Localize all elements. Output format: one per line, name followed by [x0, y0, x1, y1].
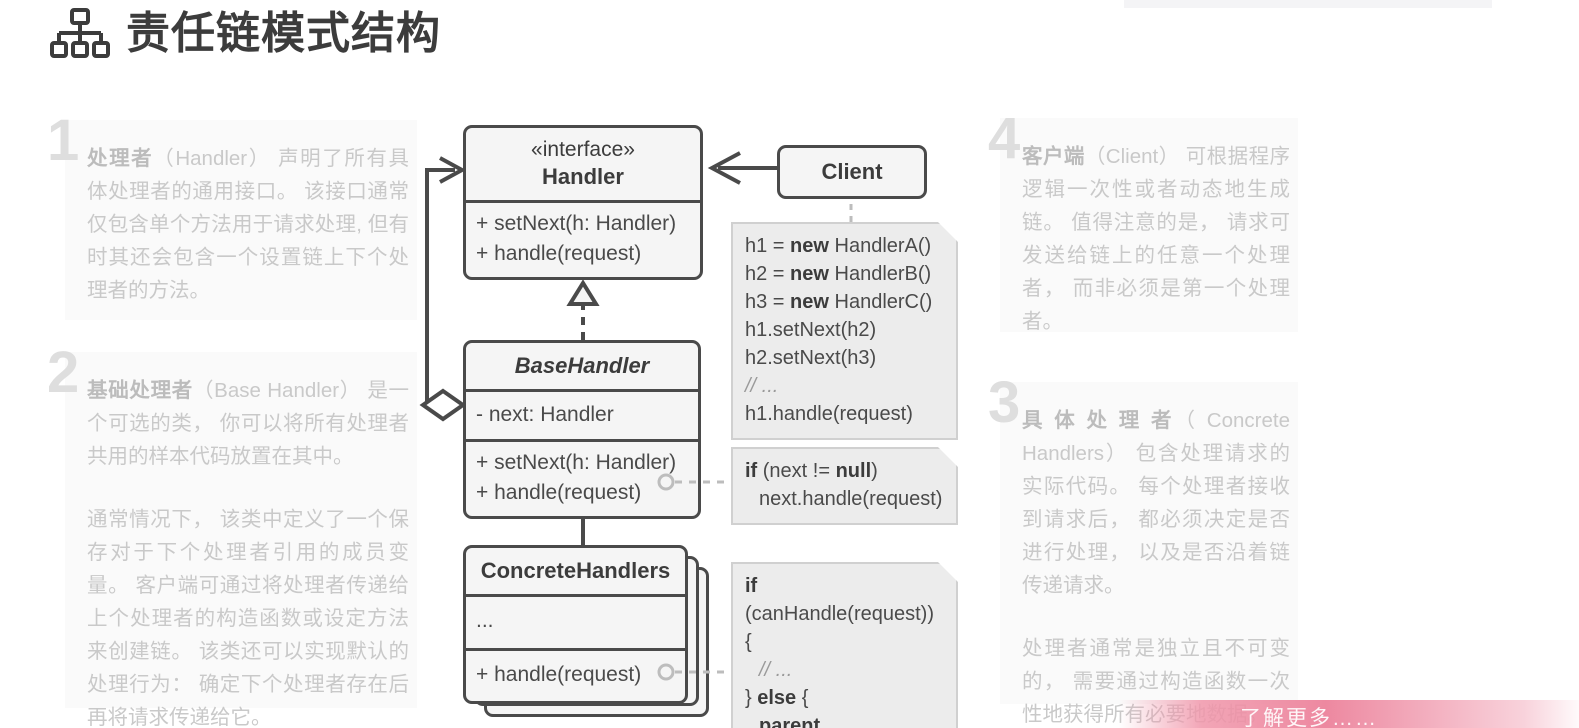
method-row: + setNext(h: Handler): [476, 451, 677, 474]
class-methods: + setNext(h: Handler) + handle(request): [466, 439, 698, 516]
watermark-banner: [1119, 700, 1579, 728]
dogear-icon: [938, 447, 958, 467]
top-band: [1124, 0, 1492, 8]
side-note-1: 1 处理者（Handler） 声明了所有具体处理者的通用接口。 该接口通常仅包含…: [47, 112, 417, 320]
code-text: (next !=: [757, 460, 836, 482]
uml-class-concrete-handlers[interactable]: ConcreteHandlers ... + handle(request): [463, 545, 688, 704]
note-paragraph: 客户端（Client） 可根据程序逻辑一次性或者动态地生成链。 值得注意的是， …: [1022, 140, 1290, 338]
code-keyword: else: [757, 687, 797, 709]
note-text: 可根据程序逻辑一次性或者动态地生成链。 值得注意的是， 请求可发送给链上的任意一…: [1022, 145, 1291, 333]
code-text: HandlerC(): [828, 291, 933, 313]
note-paragraph: 具 体 处 理 者（ Concrete Handlers） 包含处理请求的实际代…: [1022, 404, 1290, 602]
note-number: 2: [47, 340, 80, 405]
hierarchy-icon: [50, 8, 110, 58]
code-line: next.handle(request): [745, 485, 944, 513]
code-text: ): [871, 460, 878, 482]
code-line: } else {: [745, 684, 944, 712]
class-name: Handler: [542, 164, 624, 189]
uml-class-base-handler[interactable]: BaseHandler - next: Handler + setNext(h:…: [463, 340, 701, 519]
code-keyword: null: [835, 460, 872, 482]
note-term: 基础处理者: [87, 379, 193, 402]
side-note-4: 4 客户端（Client） 可根据程序逻辑一次性或者动态地生成链。 值得注意的是…: [988, 110, 1298, 333]
code-note-client: h1 = new HandlerA() h2 = new HandlerB() …: [731, 222, 958, 440]
code-keyword: parent: [759, 715, 821, 728]
note-paragraph: 通常情况下， 该类中定义了一个保存对于下个处理者引用的成员变量。 客户端可通过将…: [87, 508, 409, 728]
class-name: Client: [821, 159, 883, 184]
note-term-en: （Handler）: [153, 147, 271, 170]
note-text: 是一个可选的类， 你可以将所有处理者共用的样本代码放置在其中。: [87, 379, 410, 468]
code-note-concrete-handlers: if (canHandle(request)) { // ... } else …: [731, 562, 958, 728]
class-methods: + setNext(h: Handler) + handle(request): [466, 200, 700, 277]
code-text: h2 =: [745, 263, 791, 285]
code-comment: // ...: [759, 659, 793, 681]
note-number: 3: [988, 370, 1021, 435]
class-attributes: - next: Handler: [466, 389, 698, 439]
note-paragraph: 基础处理者（Base Handler） 是一个可选的类， 你可以将所有处理者共用…: [87, 374, 409, 473]
method-row: + setNext(h: Handler): [476, 212, 677, 235]
code-line: h3 = new HandlerC(): [745, 288, 944, 316]
note-term-en: （ Concrete Handlers）: [1022, 409, 1290, 465]
code-note-base-handler: if (next != null) next.handle(request): [731, 447, 958, 525]
code-text: (canHandle(request)) {: [745, 603, 934, 653]
code-text: {: [796, 687, 809, 709]
code-text: next.handle(request): [759, 488, 943, 510]
code-keyword: if: [745, 575, 758, 597]
code-line: if (next != null): [745, 457, 944, 485]
code-comment: // ...: [745, 375, 779, 397]
note-number: 1: [47, 108, 80, 173]
class-stereotype: «interface»: [531, 138, 635, 161]
note-term: 具 体 处 理 者: [1022, 409, 1175, 432]
class-header: BaseHandler: [466, 343, 698, 389]
code-line: parent::handle(request): [745, 712, 944, 728]
code-text: h3 =: [745, 291, 791, 313]
method-row: + handle(request): [476, 242, 642, 265]
uml-class-handler[interactable]: «interface» Handler + setNext(h: Handler…: [463, 125, 703, 280]
watermark-text: 了解更多……: [1240, 707, 1378, 728]
class-name: BaseHandler: [514, 353, 650, 378]
note-paragraph: 处理者（Handler） 声明了所有具体处理者的通用接口。 该接口通常仅包含单个…: [87, 142, 409, 307]
note-term: 处理者: [87, 147, 154, 170]
code-text: h1 =: [745, 235, 791, 257]
code-keyword: new: [790, 291, 829, 313]
code-line: h1.setNext(h2): [745, 319, 877, 341]
page-title: 责任链模式结构: [126, 9, 441, 58]
class-attributes: ...: [466, 594, 685, 648]
uml-class-client[interactable]: Client: [777, 145, 927, 199]
code-text: }: [745, 687, 758, 709]
code-line: h2 = new HandlerB(): [745, 260, 944, 288]
dogear-icon: [938, 222, 958, 242]
attribute-row: - next: Handler: [476, 403, 614, 426]
attribute-row: ...: [476, 609, 494, 632]
side-note-3: 3 具 体 处 理 者（ Concrete Handlers） 包含处理请求的实…: [988, 374, 1298, 726]
method-row: + handle(request): [476, 663, 642, 686]
class-header: «interface» Handler: [466, 128, 700, 200]
code-keyword: new: [790, 263, 829, 285]
code-keyword: if: [745, 460, 758, 482]
note-text: 声明了所有具体处理者的通用接口。 该接口通常仅包含单个方法用于请求处理, 但有时…: [87, 147, 409, 302]
code-text: HandlerA(): [828, 235, 932, 257]
dogear-icon: [938, 562, 958, 582]
note-term-en: （Base Handler）: [192, 379, 361, 402]
code-line: h1.handle(request): [745, 403, 913, 425]
class-header: Client: [780, 148, 924, 196]
class-methods: + handle(request): [466, 648, 685, 701]
note-text: 包含处理请求的实际代码。 每个处理者接收到请求后， 都必须决定是否进行处理， 以…: [1022, 442, 1291, 597]
code-line: h1 = new HandlerA(): [745, 232, 944, 260]
code-line: if (canHandle(request)) {: [745, 572, 944, 656]
method-row: + handle(request): [476, 481, 642, 504]
code-line: h2.setNext(h3): [745, 347, 877, 369]
code-line: // ...: [745, 656, 944, 684]
side-note-2: 2 基础处理者（Base Handler） 是一个可选的类， 你可以将所有处理者…: [47, 344, 417, 728]
code-keyword: new: [790, 235, 829, 257]
page-header: 责任链模式结构: [50, 8, 441, 60]
note-term-en: （Client）: [1084, 145, 1180, 168]
class-header: ConcreteHandlers: [466, 548, 685, 594]
note-number: 4: [988, 106, 1021, 171]
class-name: ConcreteHandlers: [480, 558, 671, 583]
code-text: HandlerB(): [828, 263, 932, 285]
note-term: 客户端: [1022, 145, 1085, 168]
